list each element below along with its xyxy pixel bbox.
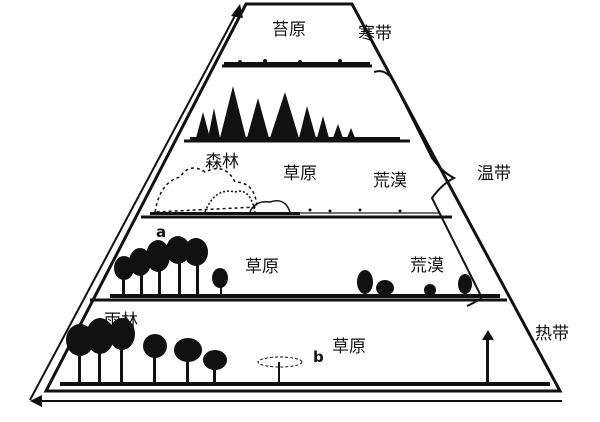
zone-label-temperate: 温带 [477, 166, 511, 183]
zone-label-tropical: 热带 [535, 326, 569, 343]
layer-label-grassland-upper: 草原 [245, 259, 279, 276]
altitude-arrow [30, 4, 243, 400]
coniferous-forest [190, 86, 400, 141]
marker-b: b [313, 350, 324, 365]
layer-label-rainforest: 雨林 [104, 313, 138, 330]
layer-label-forest: 森林 [205, 154, 239, 171]
layer-label-grassland-temperate: 草原 [283, 166, 317, 183]
layer-label-grassland-tropical: 草原 [332, 339, 366, 356]
latitude-arrow [30, 395, 562, 407]
layer-label-desert-upper: 荒漠 [410, 258, 444, 275]
zone-label-cold: 寒带 [358, 26, 392, 43]
layer-label-desert-temperate: 荒漠 [373, 173, 407, 190]
temperate-mixed-vegetation [155, 168, 290, 212]
broadleaf-forest [110, 236, 245, 298]
layer-label-tundra: 苔原 [272, 22, 306, 39]
tundra-vegetation [224, 59, 370, 66]
marker-a: a [156, 225, 166, 240]
